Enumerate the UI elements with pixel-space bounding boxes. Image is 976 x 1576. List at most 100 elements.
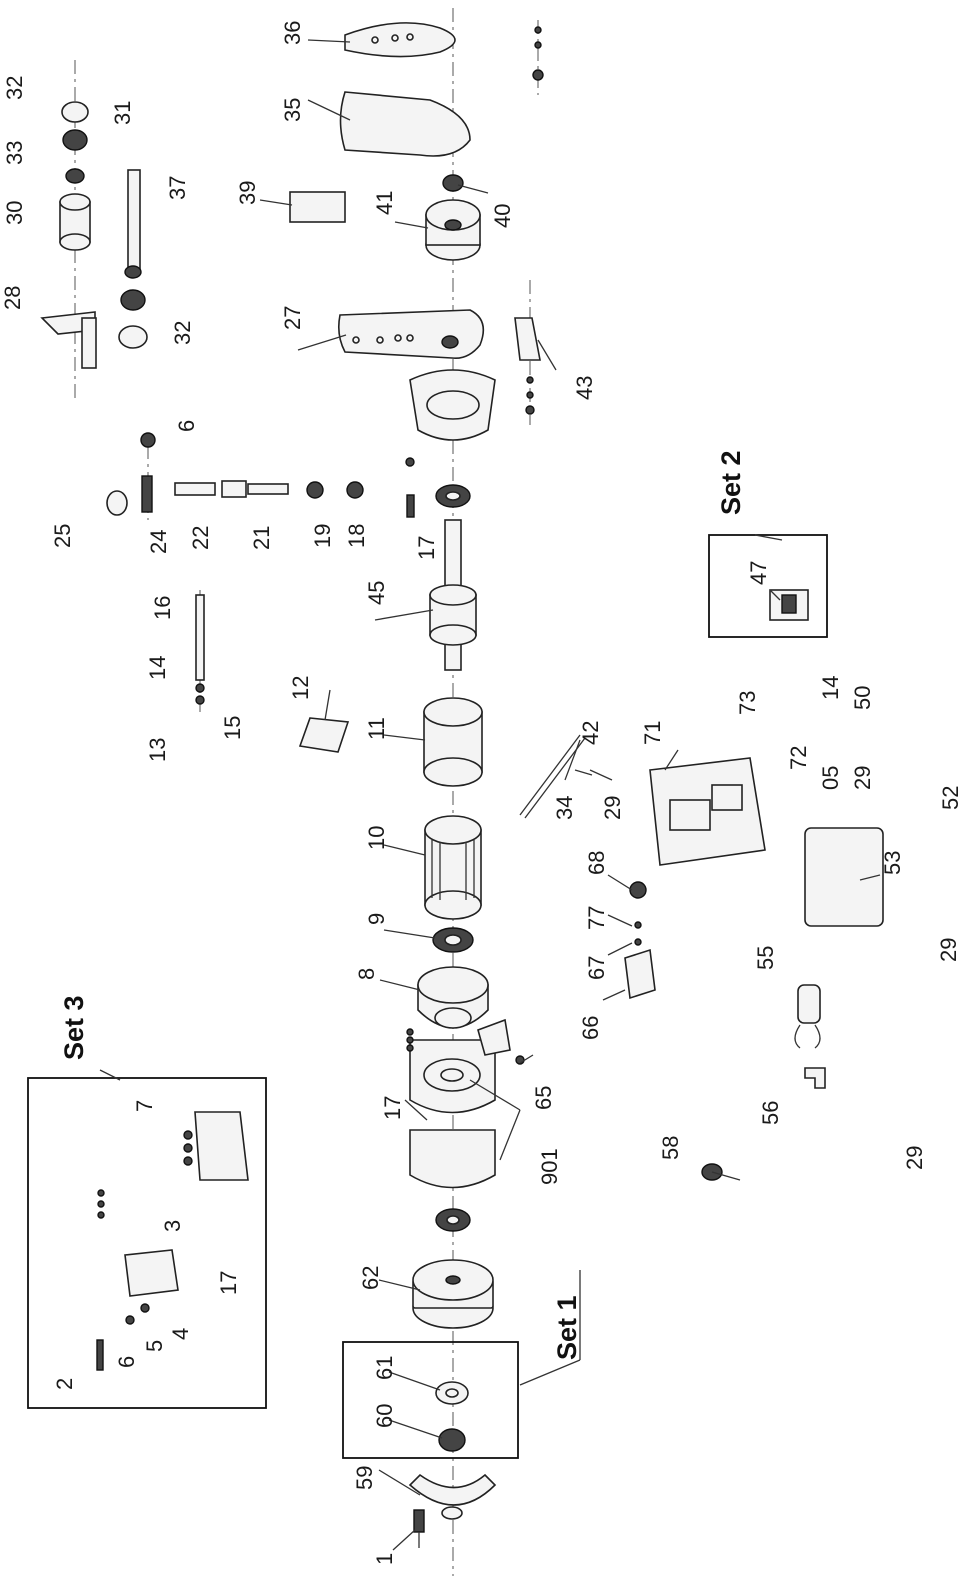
set3-box <box>27 1077 267 1409</box>
part-32-washers <box>61 101 148 349</box>
label-32-b: 32 <box>2 76 27 100</box>
label-52: 52 <box>938 786 963 810</box>
label-43: 43 <box>572 376 597 400</box>
label-6-b: 6 <box>114 1356 139 1368</box>
label-14-b: 14 <box>818 676 843 700</box>
part-35-handle-cover <box>339 91 471 157</box>
label-16: 16 <box>150 596 175 620</box>
label-27: 27 <box>280 306 305 330</box>
label-22: 22 <box>188 526 213 550</box>
part-58-cable-gland <box>701 1163 741 1181</box>
part-71-switch-housing <box>649 757 766 866</box>
label-19: 19 <box>310 524 335 548</box>
set2-box <box>708 534 828 638</box>
label-15: 15 <box>220 716 245 740</box>
label-41: 41 <box>372 191 397 215</box>
label-8: 8 <box>354 968 379 980</box>
part-45-armature <box>429 519 477 671</box>
label-29-a: 29 <box>600 796 625 820</box>
part-27-handle-bracket <box>338 309 485 360</box>
gearbox-housing <box>409 369 496 441</box>
label-2: 2 <box>52 1378 77 1390</box>
label-35: 35 <box>280 98 305 122</box>
label-29-c: 29 <box>936 938 961 962</box>
label-29-b: 29 <box>850 766 875 790</box>
part-1-screw <box>413 1509 425 1548</box>
washer <box>435 1208 471 1232</box>
bearing-top <box>435 484 471 508</box>
part-901-housing <box>406 1018 525 1189</box>
part-41-gear <box>425 199 481 261</box>
label-9: 9 <box>364 913 389 925</box>
label-32-a: 32 <box>170 321 195 345</box>
set3-part-7-brush-holder <box>183 1111 249 1181</box>
label-40: 40 <box>490 204 515 228</box>
part-9-ring <box>432 927 474 953</box>
part-37-shaft-gear <box>120 169 146 311</box>
part-28-bracket <box>40 311 97 369</box>
label-42: 42 <box>578 721 603 745</box>
part-12-plate <box>298 717 350 753</box>
label-59: 59 <box>352 1466 377 1490</box>
label-30: 30 <box>2 201 27 225</box>
label-set2: Set 2 <box>716 450 746 515</box>
label-72: 72 <box>786 746 811 770</box>
screw-assembly-18-25 <box>106 432 364 516</box>
label-56: 56 <box>758 1101 783 1125</box>
label-61: 61 <box>372 1356 397 1380</box>
label-45: 45 <box>364 581 389 605</box>
part-55-capacitor <box>794 984 821 1049</box>
label-18: 18 <box>344 524 369 548</box>
label-24: 24 <box>146 530 171 554</box>
label-21: 21 <box>249 526 274 550</box>
label-47: 47 <box>746 561 771 585</box>
label-34: 34 <box>552 796 577 820</box>
label-73: 73 <box>735 691 760 715</box>
part-40-nut <box>442 174 464 192</box>
part-56-clip <box>804 1067 826 1089</box>
label-10: 10 <box>364 826 389 850</box>
part-62-filter-disc <box>412 1259 494 1329</box>
label-68: 68 <box>584 851 609 875</box>
label-05: 05 <box>818 766 843 790</box>
label-66: 66 <box>578 1016 603 1040</box>
label-4: 4 <box>168 1328 193 1340</box>
label-67: 67 <box>584 956 609 980</box>
part-53-cover <box>804 827 884 927</box>
label-50: 50 <box>850 686 875 710</box>
set1-box <box>342 1341 519 1459</box>
label-12: 12 <box>288 676 313 700</box>
label-7: 7 <box>132 1100 157 1112</box>
label-58: 58 <box>658 1136 683 1160</box>
label-3: 3 <box>160 1220 185 1232</box>
label-77: 77 <box>584 906 609 930</box>
leader-lines <box>99 39 881 1551</box>
label-39: 39 <box>235 181 260 205</box>
label-60: 60 <box>372 1404 397 1428</box>
part-31-33-bearings <box>62 129 88 184</box>
part-labels: 1 59 60 61 62 Set 1 17 901 65 8 9 10 11 … <box>0 21 963 1565</box>
label-55: 55 <box>753 946 778 970</box>
label-17-c: 17 <box>216 1271 241 1295</box>
label-17-b: 17 <box>414 536 439 560</box>
label-17-a: 17 <box>380 1096 405 1120</box>
part-66-67-plug-parts <box>624 881 656 1000</box>
label-33: 33 <box>2 141 27 165</box>
part-43-bracket <box>514 317 541 415</box>
label-37: 37 <box>165 176 190 200</box>
part-59-end-cap <box>408 1473 497 1520</box>
label-5: 5 <box>142 1340 167 1352</box>
label-set3: Set 3 <box>59 995 89 1060</box>
label-1: 1 <box>372 1553 397 1565</box>
label-901: 901 <box>537 1148 562 1185</box>
part-39-plate <box>289 191 346 223</box>
label-28: 28 <box>0 286 25 310</box>
set2-part-47-switch <box>769 589 809 621</box>
set3-part-3-brush-frame <box>96 1189 179 1371</box>
label-25: 25 <box>50 524 75 548</box>
part-16-pin <box>195 594 205 705</box>
label-13: 13 <box>145 738 170 762</box>
label-31: 31 <box>110 101 135 125</box>
part-11-sleeve <box>423 697 483 787</box>
